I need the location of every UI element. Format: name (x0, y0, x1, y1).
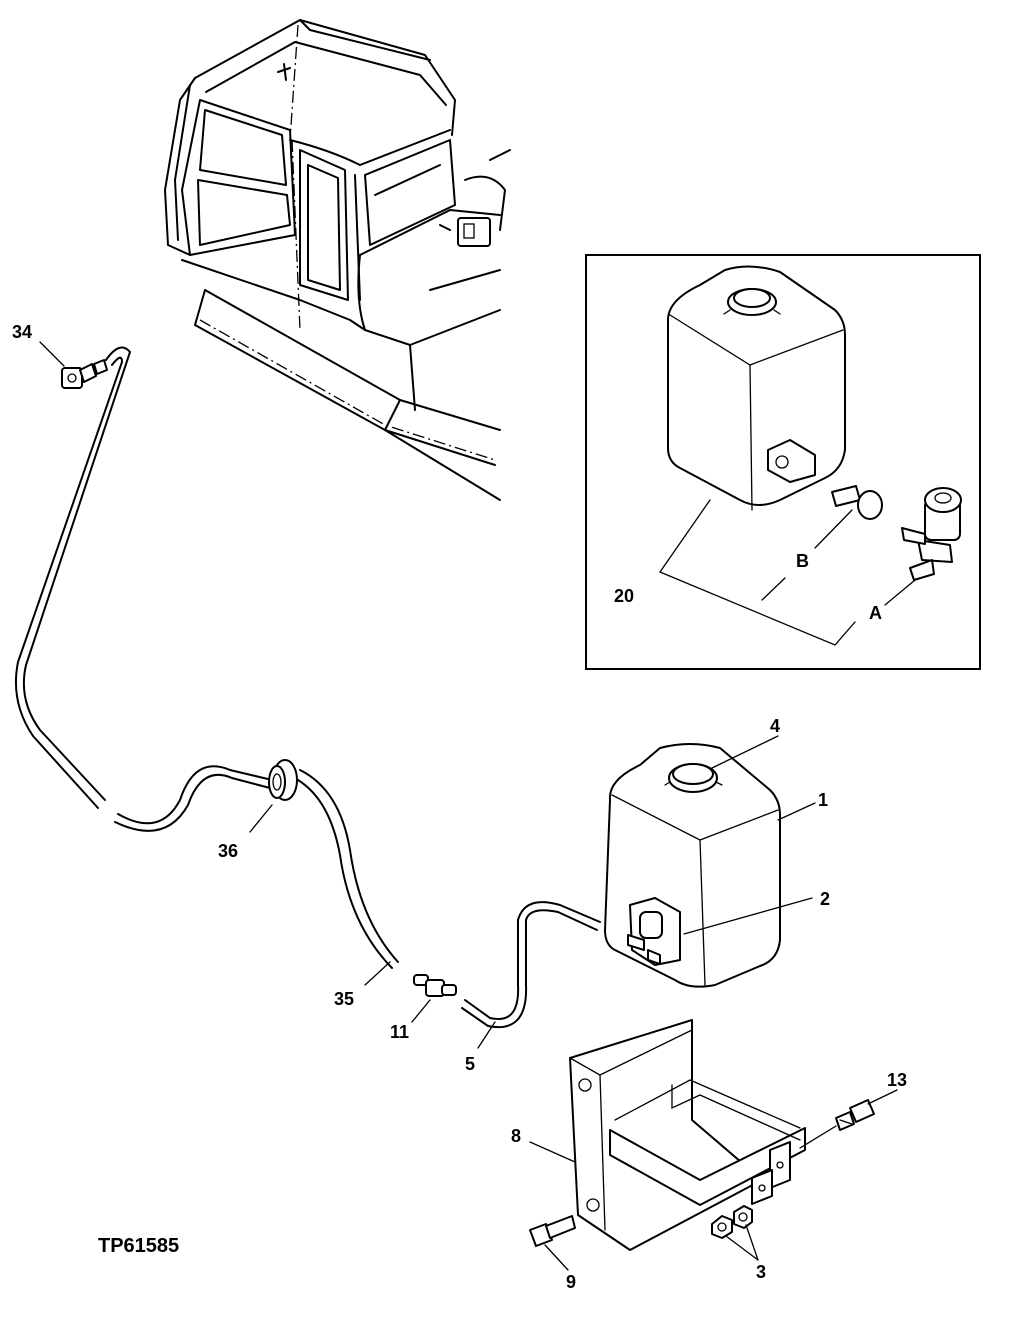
inset-detail-box (585, 254, 981, 670)
washer-hose-middle (114, 765, 399, 969)
bracket-bolt-9 (529, 1215, 576, 1247)
callout-1: 1 (818, 790, 828, 810)
callout-13: 13 (887, 1070, 907, 1090)
callout-8: 8 (511, 1126, 521, 1146)
hose-connector (413, 974, 457, 997)
tank-bracket (569, 1019, 806, 1251)
washer-tank (604, 743, 781, 988)
callout-2: 2 (820, 889, 830, 909)
callout-4: 4 (770, 716, 780, 736)
callout-11: 11 (390, 1022, 409, 1042)
bracket-nuts (711, 1205, 753, 1239)
inset-label-b: B (796, 551, 809, 571)
inset-label-20: 20 (614, 586, 634, 606)
washer-nozzle (61, 359, 108, 389)
inset-label-a: A (869, 603, 882, 623)
hose-grommet (268, 759, 298, 801)
callout-35: 35 (334, 989, 354, 1009)
washer-hose-lower (461, 901, 601, 1029)
callout-36: 36 (218, 841, 238, 861)
callout-34: 34 (12, 322, 32, 342)
bracket-bolt-13 (835, 1099, 875, 1131)
callout-5: 5 (465, 1054, 475, 1074)
figure-id: TP61585 (98, 1235, 179, 1257)
excavator-cab-illustration (164, 19, 511, 501)
callout-leader-lines (39, 341, 898, 1271)
callout-3: 3 (756, 1262, 766, 1282)
washer-hose-upper (14, 346, 131, 809)
callout-9: 9 (566, 1272, 576, 1292)
